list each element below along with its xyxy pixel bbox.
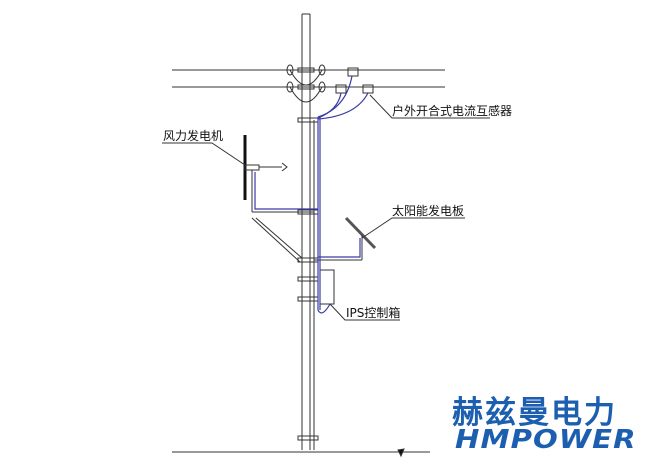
brand-logo-cn: 赫兹曼电力	[452, 395, 617, 431]
leader-control-box	[329, 303, 400, 321]
leader-solar-panel	[361, 217, 465, 239]
insulator-bracket	[286, 64, 326, 103]
label-control-box: IPS控制箱	[346, 306, 401, 320]
current-transformer-group	[335, 67, 374, 94]
solar-panel	[314, 216, 377, 261]
leader-wind-generator	[162, 142, 246, 166]
wind-turbine	[243, 135, 288, 212]
brand-logo-en: HMPOWER	[455, 425, 637, 455]
utility-pole	[301, 13, 315, 450]
control-box	[319, 269, 335, 305]
cables	[254, 75, 369, 314]
pole-clamps	[297, 117, 319, 441]
label-current-transformer: 户外开合式电流互感器	[392, 104, 513, 118]
label-wind-generator: 风力发电机	[163, 129, 224, 143]
label-solar-panel: 太阳能发电板	[392, 204, 465, 218]
leader-current-transformer	[369, 94, 490, 119]
